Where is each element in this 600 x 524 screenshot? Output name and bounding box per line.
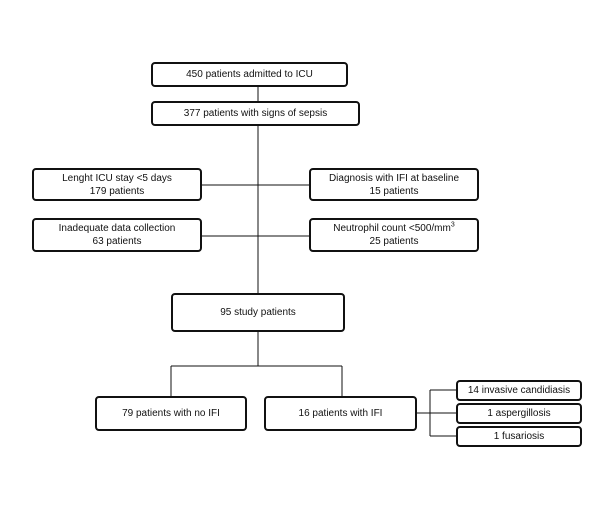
exclusion-baseline-ifi-count: 15 patients <box>369 185 419 197</box>
exclusion-neutrophil-label: Neutrophil count <500/mm <box>333 223 451 234</box>
ifi-group-box: 16 patients with IFI <box>264 396 417 431</box>
exclusion-baseline-ifi-box: Diagnosis with IFI at baseline 15 patien… <box>309 168 479 201</box>
exclusion-data-collection-box: Inadequate data collection 63 patients <box>32 218 202 252</box>
admitted-text: 450 patients admitted to ICU <box>186 69 313 80</box>
fusariosis-text: 1 fusariosis <box>493 431 545 442</box>
exclusion-data-collection-count: 63 patients <box>92 236 142 247</box>
aspergillosis-box: 1 aspergillosis <box>456 403 582 424</box>
ifi-group-text: 16 patients with IFI <box>298 408 383 419</box>
study-patients-text: 95 study patients <box>220 307 296 318</box>
fusariosis-box: 1 fusariosis <box>456 426 582 447</box>
exclusion-neutrophil-box: Neutrophil count <500/mm3 25 patients <box>309 218 479 252</box>
candidiasis-text: 14 invasive candidiasis <box>467 385 571 396</box>
sepsis-box: 377 patients with signs of sepsis <box>151 101 360 126</box>
sepsis-text: 377 patients with signs of sepsis <box>183 108 328 119</box>
exclusion-neutrophil-count: 25 patients <box>369 236 419 247</box>
exclusion-neutrophil-label-line: Neutrophil count <500/mm3 <box>333 222 454 235</box>
no-ifi-group-box: 79 patients with no IFI <box>95 396 247 431</box>
exclusion-neutrophil-superscript: 3 <box>450 221 455 229</box>
exclusion-icu-stay-count: 179 patients <box>89 185 145 197</box>
aspergillosis-text: 1 aspergillosis <box>487 408 551 419</box>
no-ifi-group-text: 79 patients with no IFI <box>122 408 220 419</box>
candidiasis-box: 14 invasive candidiasis <box>456 380 582 401</box>
admitted-box: 450 patients admitted to ICU <box>151 62 348 87</box>
exclusion-baseline-ifi-label: Diagnosis with IFI at baseline <box>328 172 460 184</box>
study-patients-box: 95 study patients <box>171 293 345 332</box>
exclusion-icu-stay-label: Lenght ICU stay <5 days <box>62 172 172 184</box>
exclusion-icu-stay-box: Lenght ICU stay <5 days 179 patients <box>32 168 202 201</box>
exclusion-data-collection-label: Inadequate data collection <box>58 223 176 234</box>
